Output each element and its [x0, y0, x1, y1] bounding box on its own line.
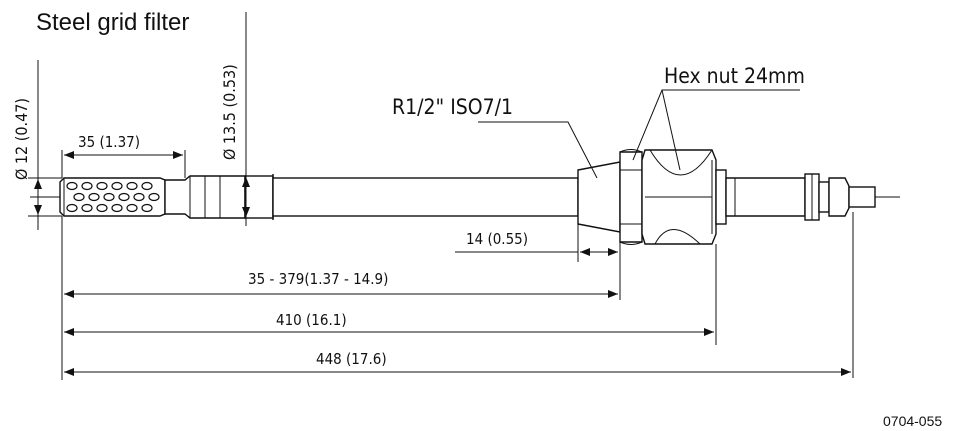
- dim-13-5-label: Ø 13.5 (0.53): [220, 64, 239, 160]
- dim-14-label: 14 (0.55): [466, 230, 528, 248]
- leader-hex-nut-2: [661, 89, 681, 171]
- hex-nut-1: [619, 149, 643, 245]
- figure-code: 0704-055: [883, 413, 942, 429]
- cable: [848, 186, 876, 208]
- dim-410-label: 410 (16.1): [276, 311, 347, 329]
- dim-448-label: 448 (17.6): [316, 350, 387, 368]
- dim-range-label: 35 - 379(1.37 - 14.9): [248, 270, 388, 288]
- leader-thread: [478, 121, 598, 179]
- thread-fitting: [577, 161, 621, 233]
- steel-grid-filter: [59, 177, 166, 217]
- dim-35-label: 35 (1.37): [78, 133, 140, 151]
- leader-lines: [478, 89, 800, 179]
- dimension-lines: [34, 151, 851, 376]
- extension-lines: [28, 12, 854, 380]
- filter-title: Steel grid filter: [36, 9, 189, 36]
- dim-12-label: Ø 12 (0.47): [12, 98, 31, 180]
- cable-gland: [715, 169, 850, 225]
- hex-nut-label: Hex nut 24mm: [664, 64, 805, 88]
- probe-tube: [272, 177, 579, 217]
- filter-collar: [164, 174, 274, 220]
- filter-holes: [66, 181, 160, 213]
- thread-label: R1/2" ISO7/1: [392, 95, 513, 119]
- hex-nut-2: [641, 149, 717, 245]
